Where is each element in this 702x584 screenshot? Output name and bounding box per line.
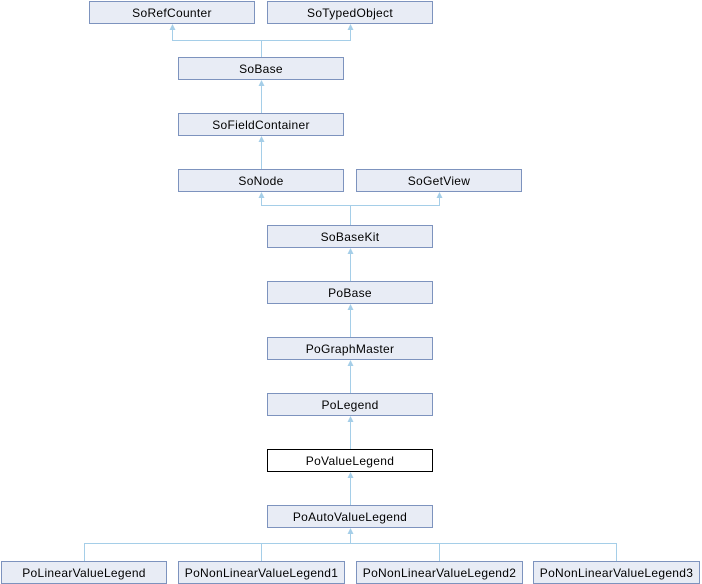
arrowhead xyxy=(347,416,354,422)
edge-children-poautovaluelegend xyxy=(84,534,617,561)
node-sogetview[interactable]: SoGetView xyxy=(356,169,522,192)
node-polegend[interactable]: PoLegend xyxy=(267,393,433,416)
node-pobase[interactable]: PoBase xyxy=(267,281,433,304)
arrowhead xyxy=(347,528,354,534)
arrowhead xyxy=(258,192,265,198)
node-pographmaster[interactable]: PoGraphMaster xyxy=(267,337,433,360)
edge-sobase-parents xyxy=(172,29,351,57)
node-sobase[interactable]: SoBase xyxy=(178,57,344,80)
arrowhead xyxy=(347,360,354,366)
node-povaluelegend: PoValueLegend xyxy=(267,449,433,472)
node-sotypedobject[interactable]: SoTypedObject xyxy=(267,1,433,24)
arrowhead xyxy=(347,248,354,254)
arrowhead xyxy=(258,80,265,86)
arrowhead xyxy=(436,192,443,198)
node-sonode[interactable]: SoNode xyxy=(178,169,344,192)
node-sorefcounter[interactable]: SoRefCounter xyxy=(89,1,255,24)
arrowhead xyxy=(347,472,354,478)
node-pononlinearvaluelegend1[interactable]: PoNonLinearValueLegend1 xyxy=(178,561,345,584)
node-sobasekit[interactable]: SoBaseKit xyxy=(267,225,433,248)
edge-sobasekit-parents xyxy=(261,198,440,225)
arrowhead xyxy=(347,304,354,310)
arrowhead xyxy=(347,24,354,30)
node-poautovaluelegend[interactable]: PoAutoValueLegend xyxy=(267,505,433,528)
arrowhead xyxy=(169,24,176,30)
node-pononlinearvaluelegend3[interactable]: PoNonLinearValueLegend3 xyxy=(533,561,700,584)
node-polinearvaluelegend[interactable]: PoLinearValueLegend xyxy=(1,561,167,584)
node-sofieldcontainer[interactable]: SoFieldContainer xyxy=(178,113,344,136)
node-pononlinearvaluelegend2[interactable]: PoNonLinearValueLegend2 xyxy=(356,561,523,584)
arrowhead xyxy=(258,136,265,142)
